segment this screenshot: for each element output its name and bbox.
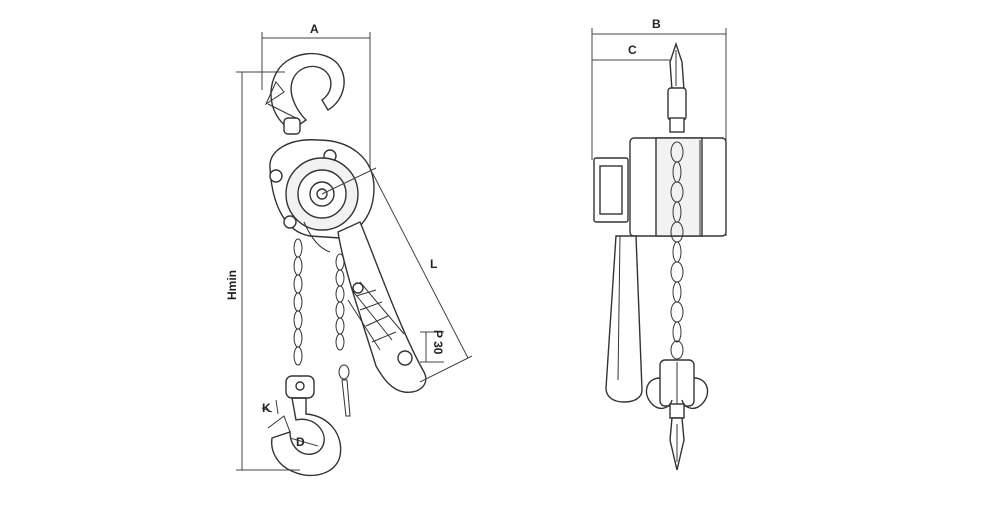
dimension-hmin-label: Hmin [225,270,239,300]
dimension-a-label: A [310,22,319,36]
top-hook-front [667,41,687,133]
bottom-hook: K D [261,375,342,477]
bottom-hook-front [645,359,709,471]
lever-handle-front [605,235,643,403]
dimension-b: B [591,17,727,160]
dimension-b-label: B [652,17,661,31]
top-hook [264,52,345,135]
slack-chain [335,253,351,417]
dimension-c: C [592,43,678,61]
dimension-l: L [321,167,473,383]
hoist-body [269,139,375,253]
dimension-c-label: C [628,43,637,57]
lever-handle [337,221,427,393]
side-view: A Hmin [225,22,473,477]
dimension-p30-label: P 30 [431,330,445,355]
dimension-a: A [261,22,371,170]
dimension-l-label: L [430,257,437,271]
dimension-d-label: D [296,435,305,449]
dimension-p30: P 30 [420,330,445,363]
dimension-k-label: K [262,401,271,415]
load-chain-left [293,238,303,366]
load-chain-front [670,141,684,360]
front-view: B C [591,17,727,471]
hoist-body-front [593,137,727,237]
